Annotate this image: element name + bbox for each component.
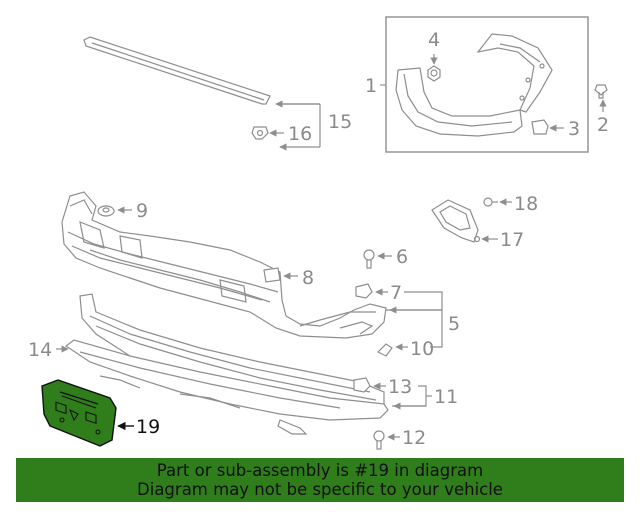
part-8-clip (263, 267, 281, 283)
callout-9: 9 (117, 200, 148, 222)
callout-label-12: 12 (402, 427, 426, 449)
callout-18: 18 (499, 193, 538, 215)
callout-label-16: 16 (288, 123, 312, 145)
callout-label-2: 2 (597, 114, 609, 136)
part-19-license-bracket[interactable] (41, 379, 117, 447)
part-17-bezel (431, 199, 481, 243)
callout-label-14: 14 (28, 339, 52, 361)
part-7-clip (355, 283, 373, 299)
callout-label-9: 9 (136, 200, 148, 222)
callout-13: 13 (373, 376, 412, 398)
part-4-nut (427, 65, 441, 82)
callout-label-3: 3 (568, 118, 580, 140)
callout-label-10: 10 (410, 338, 434, 360)
part-9-grommet (97, 205, 115, 217)
part-12-pin (373, 430, 385, 450)
inset-box (380, 16, 589, 153)
callout-19: 19 (117, 416, 160, 438)
callout-label-6: 6 (396, 246, 408, 268)
part-bumper-grille (61, 191, 387, 339)
callout-5: 5 (386, 291, 460, 348)
callout-8: 8 (283, 267, 314, 289)
part-10-clip (376, 343, 393, 357)
part-16-clip (251, 126, 269, 140)
banner-line-2: Diagram may not be specific to your vehi… (137, 480, 503, 499)
callout-2: 2 (597, 99, 609, 136)
part-11-skid-plate (64, 339, 389, 435)
callout-4: 4 (428, 29, 440, 65)
callout-14: 14 (28, 339, 69, 361)
callout-15: 15 (276, 100, 352, 147)
callout-label-18: 18 (514, 193, 538, 215)
callout-1: 1 (365, 75, 377, 97)
callout-label-4: 4 (428, 29, 440, 51)
part-3-clip (531, 119, 549, 135)
info-banner: Part or sub-assembly is #19 in diagram D… (16, 458, 624, 502)
callout-label-1: 1 (365, 75, 377, 97)
callout-label-15: 15 (328, 111, 352, 133)
part-15-trim-strip (83, 36, 271, 105)
callout-label-17: 17 (500, 229, 524, 251)
callout-label-8: 8 (302, 267, 314, 289)
callout-11: 11 (392, 385, 458, 410)
callout-12: 12 (387, 427, 426, 449)
parts-diagram: 15 16 1 4 3 (28, 16, 609, 450)
callout-label-5: 5 (448, 313, 460, 335)
callout-16: 16 (269, 123, 312, 145)
callout-label-11: 11 (434, 386, 458, 408)
callout-label-13: 13 (388, 376, 412, 398)
callout-label-7: 7 (390, 282, 402, 304)
part-18-screw (483, 197, 498, 207)
callout-label-19: 19 (136, 416, 160, 438)
part-13-clip (353, 377, 371, 393)
callout-3: 3 (549, 118, 580, 140)
callout-6: 6 (377, 246, 408, 268)
callout-7: 7 (375, 282, 402, 304)
part-2-screw (594, 84, 608, 99)
banner-line-1: Part or sub-assembly is #19 in diagram (156, 461, 484, 480)
part-6-pin (363, 249, 375, 269)
callout-17: 17 (481, 229, 524, 251)
callout-10: 10 (395, 338, 434, 360)
